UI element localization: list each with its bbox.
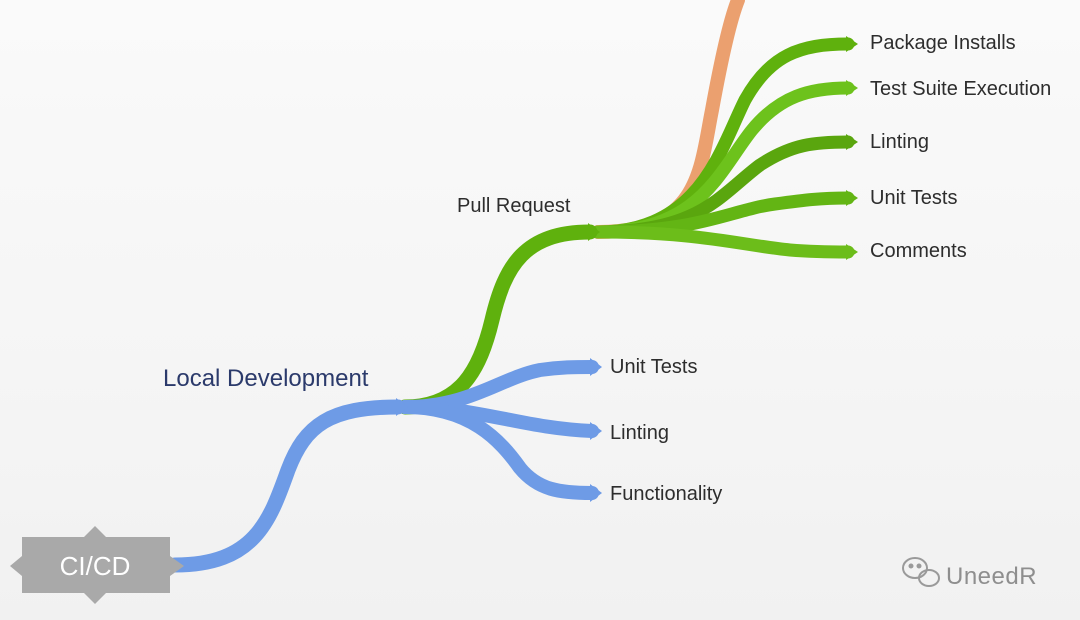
node-package-installs[interactable]: Package Installs bbox=[870, 32, 1016, 54]
root-node[interactable]: CI/CD bbox=[10, 526, 184, 604]
node-ld-unit-tests[interactable]: Unit Tests bbox=[610, 356, 697, 378]
node-test-suite-execution[interactable]: Test Suite Execution bbox=[870, 78, 1051, 100]
branch-pr-unit-tests-arrow bbox=[846, 190, 858, 206]
branch-package-installs-arrow bbox=[846, 36, 858, 52]
node-pr-unit-tests[interactable]: Unit Tests bbox=[870, 187, 957, 209]
node-ld-linting[interactable]: Linting bbox=[610, 422, 669, 444]
branch-ld-functionality-arrow bbox=[590, 484, 602, 502]
node-pr-linting[interactable]: Linting bbox=[870, 131, 929, 153]
root-node-label: CI/CD bbox=[60, 551, 131, 581]
branch-ld-linting-arrow bbox=[590, 422, 602, 440]
node-pull-request[interactable]: Pull Request bbox=[457, 195, 571, 217]
watermark: UneedR bbox=[902, 557, 1037, 590]
branch-pr-linting-arrow bbox=[846, 134, 858, 150]
branch-test-suite-execution-arrow bbox=[846, 80, 858, 96]
branch-comments-arrow bbox=[846, 244, 858, 260]
branch-ld-unit-tests-arrow bbox=[590, 358, 602, 376]
branch-ld-unit-tests bbox=[398, 360, 599, 414]
node-ld-functionality[interactable]: Functionality bbox=[610, 483, 722, 505]
branch-comments bbox=[591, 225, 855, 259]
branch-local-development bbox=[167, 399, 406, 573]
node-comments[interactable]: Comments bbox=[870, 240, 967, 262]
watermark-text: UneedR bbox=[946, 563, 1037, 590]
root-node-box bbox=[10, 526, 184, 604]
branch-pull-request-arrow bbox=[588, 223, 600, 241]
branch-local-development-arrow bbox=[396, 398, 408, 416]
branch-ld-functionality bbox=[398, 400, 599, 500]
node-local-development[interactable]: Local Development bbox=[163, 365, 369, 392]
wechat-icon bbox=[902, 557, 940, 587]
